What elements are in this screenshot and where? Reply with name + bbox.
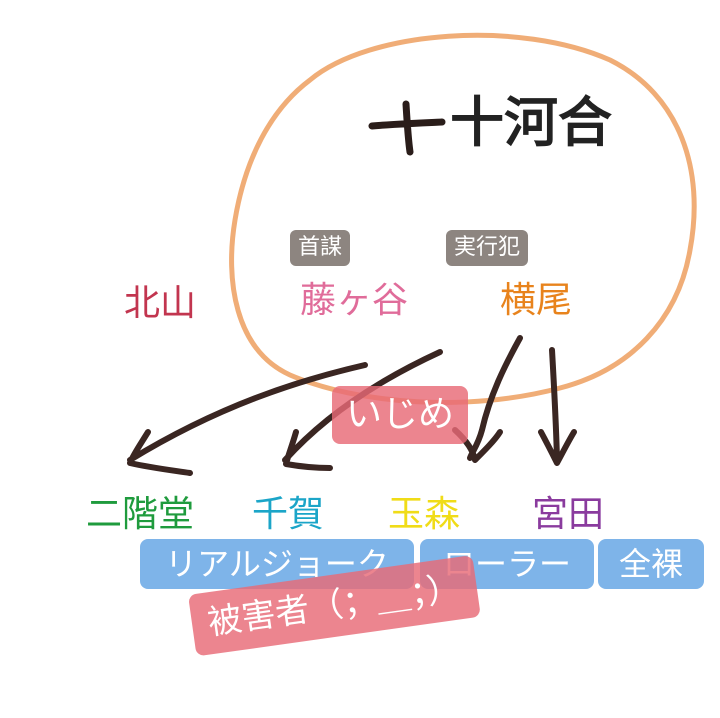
member-yokoo: 横尾	[500, 280, 573, 321]
member-tamamori: 玉森	[388, 494, 461, 535]
member-miyata: 宮田	[532, 494, 605, 535]
orange-circle-stroke	[229, 32, 697, 405]
mastermind-tag: 首謀	[290, 230, 351, 266]
plus-name-label: 十河合	[450, 91, 612, 154]
arrow-to-miyata	[538, 347, 577, 466]
member-senga: 千賀	[252, 494, 325, 535]
member-fujigaya: 藤ヶ谷	[300, 280, 409, 321]
perpetrator-tag: 実行犯	[446, 230, 529, 266]
member-kitayama: 北山	[124, 283, 197, 324]
arrow-to-nikaido	[127, 362, 368, 476]
plus-sign-mark	[368, 100, 446, 156]
bullying-label: いじめ	[332, 386, 469, 444]
member-nikaido: 二階堂	[86, 494, 195, 535]
naked-label: 全裸	[598, 539, 704, 589]
